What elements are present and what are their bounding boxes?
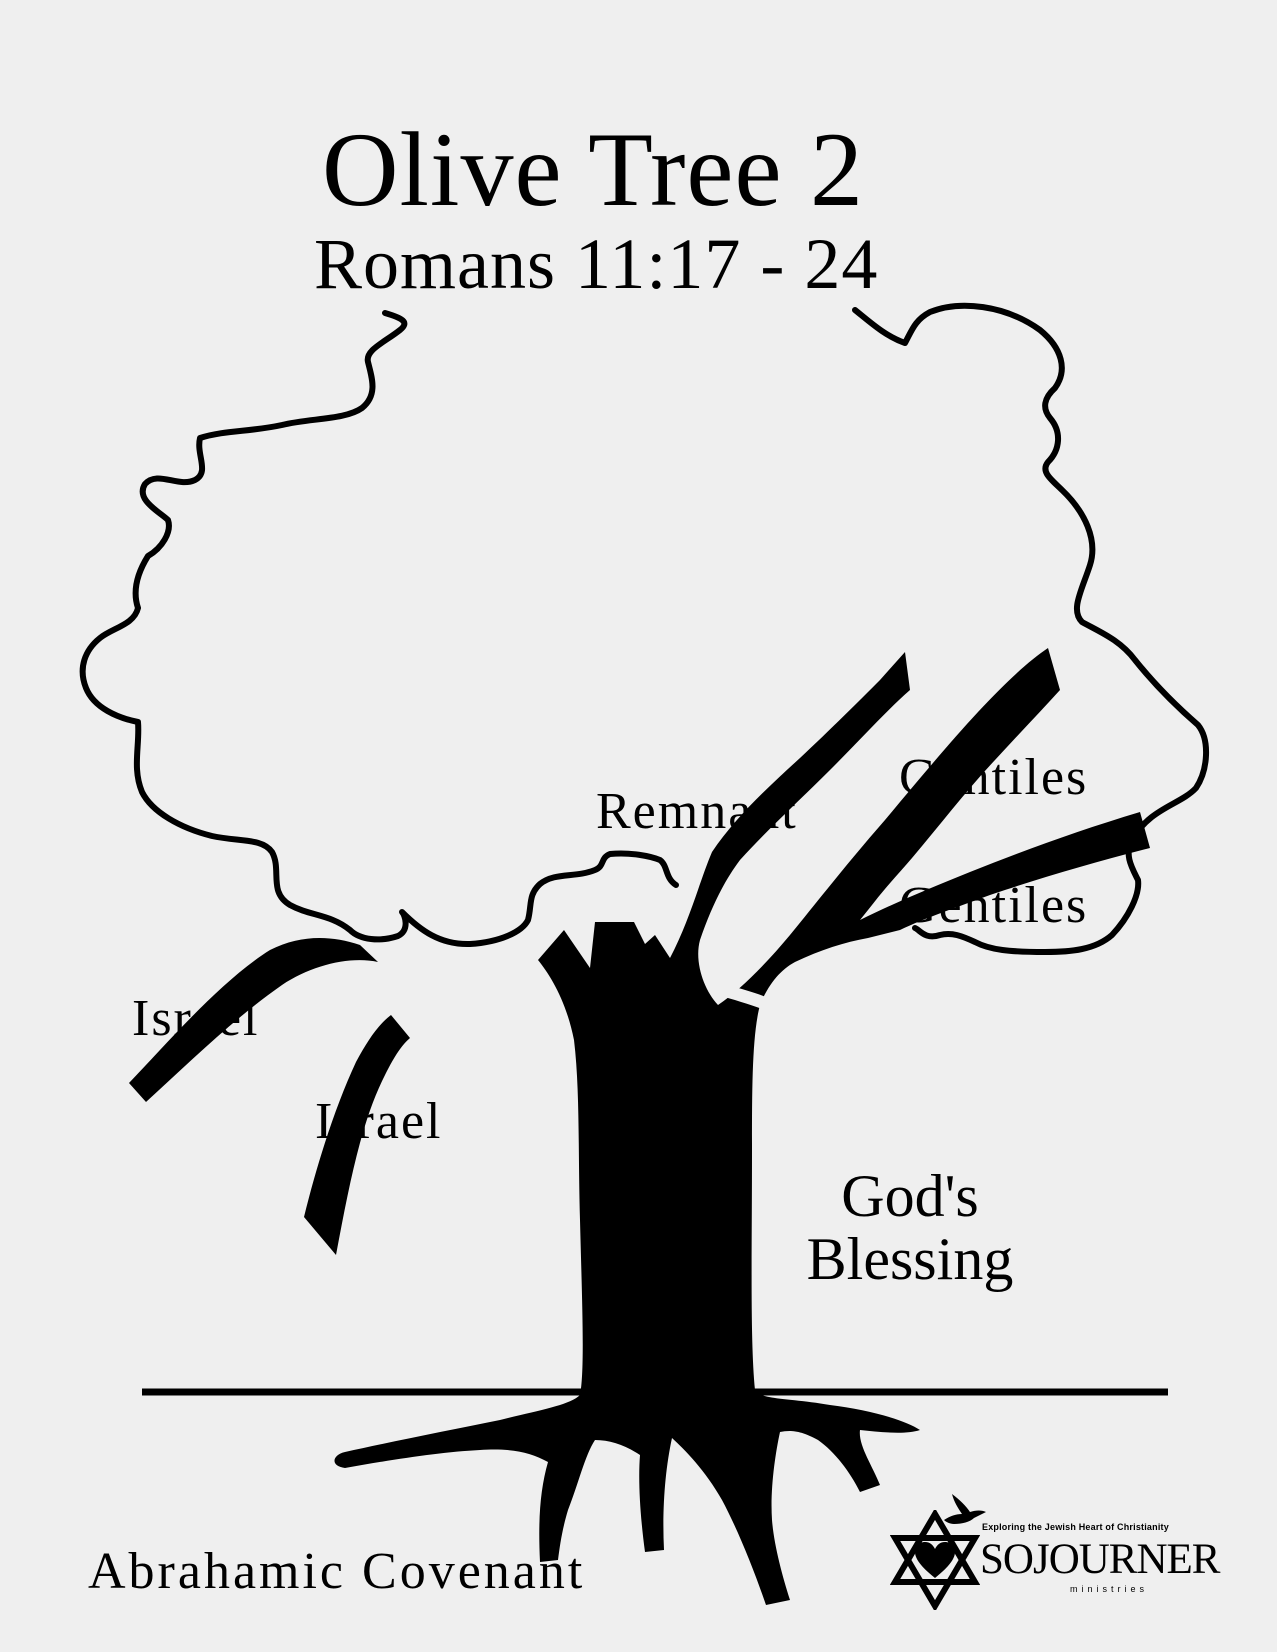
logo-subtitle: ministries <box>1070 1584 1149 1594</box>
heart-icon <box>915 1542 955 1578</box>
tree-trunk <box>334 648 1150 1605</box>
label-gods-blessing-line2: Blessing <box>806 1226 1014 1292</box>
tree-canopy-outline-right <box>852 302 1210 955</box>
logo-name: SOJOURNER <box>980 1536 1220 1583</box>
israel-branch-lower <box>304 1015 410 1255</box>
page-title: Olive Tree 2 <box>322 111 864 228</box>
page-subtitle: Romans 11:17 - 24 <box>314 224 879 304</box>
logo-tagline: Exploring the Jewish Heart of Christiani… <box>982 1522 1169 1532</box>
dove-icon <box>944 1494 986 1524</box>
label-gods-blessing: God's Blessing <box>770 1165 1050 1291</box>
label-israel-right: Israel <box>315 1093 443 1150</box>
label-israel-left: Israel <box>132 990 260 1047</box>
label-gentiles-upper: Gentiles <box>899 749 1089 806</box>
label-abrahamic-covenant: Abrahamic Covenant <box>88 1543 586 1600</box>
star-of-david-icon <box>890 1510 980 1610</box>
israel-branch-upper <box>129 938 378 1102</box>
tree-canopy-outline <box>79 310 679 948</box>
label-gentiles-lower: Gentiles <box>899 877 1089 934</box>
label-remnant: Remnant <box>596 783 798 840</box>
graft-notch <box>718 985 775 1012</box>
sojourner-logo: Exploring the Jewish Heart of Christiani… <box>890 1494 1240 1645</box>
label-gods-blessing-line1: God's <box>841 1163 979 1229</box>
